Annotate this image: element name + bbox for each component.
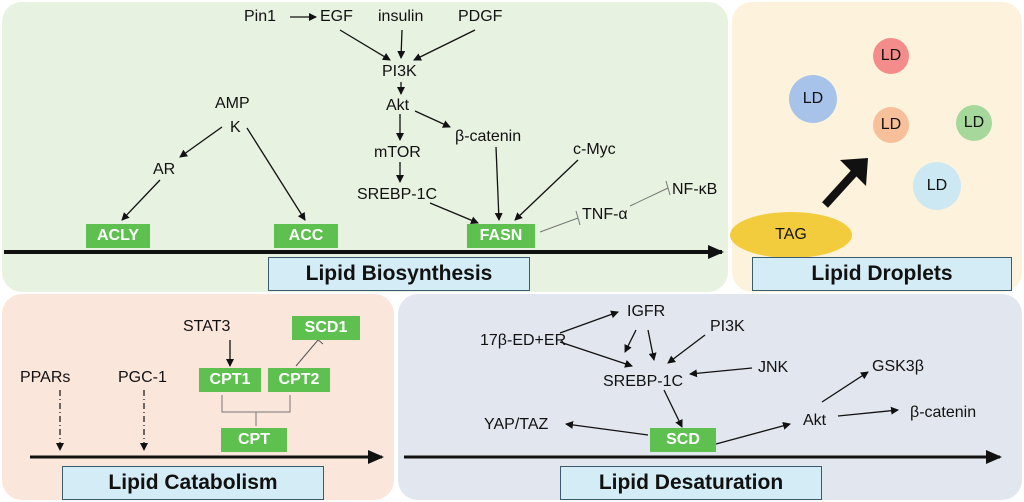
edge-ed-srebp [559,341,633,368]
edge-akt-gsk [821,371,869,403]
k-label: K [230,119,241,136]
edge-k-acc [246,127,306,221]
srebp-label: SREBP-1C [357,186,438,203]
cmyc-label: c-Myc [573,141,616,158]
cpt-brace [221,395,291,426]
ed-er-label: 17β-ED+ER [480,332,567,349]
edge-egf-pi3k [339,29,391,61]
bcatenin-label: β-catenin [455,128,522,145]
edge-srebp-fasn [429,202,479,224]
scd-box: SCD [650,428,716,452]
desaturation-panel [398,294,1022,500]
pi3k-label: PI3K [382,63,417,80]
edge-k-ar [179,126,223,158]
igfr-label: IGFR [627,303,666,320]
bcatenin-label-2: β-catenin [910,404,977,421]
cpt2-box: CPT2 [268,368,330,392]
edge-tnf-fasn-bar [575,210,581,226]
nfkb-label: NF-κB [672,181,718,198]
ld-orange: LD [873,107,909,143]
edge-scd-akt [715,421,791,445]
cpt-box: CPT [221,428,287,452]
edge-insulin-pi3k [397,29,406,59]
scd1-box: SCD1 [292,316,360,340]
edge-ar-acly [121,179,161,221]
srebp-label-2: SREBP-1C [603,373,684,390]
stat3-label: STAT3 [183,318,231,335]
ld-green: LD [956,105,992,141]
edge-srebp-scd [663,389,683,428]
edge-akt-bcatenin [414,110,451,128]
gsk3b-label: GSK3β [872,358,924,375]
edge-tnf-fasn [539,217,579,233]
edge-pdgf-pi3k [413,29,476,61]
droplets-title: Lipid Droplets [752,257,1012,291]
ld-red: LD [873,38,909,74]
tag-to-ld-arrow [822,169,858,208]
pi3k-label-2: PI3K [710,318,745,335]
jnk-label: JNK [758,359,789,376]
yaptaz-label: YAP/TAZ [484,416,549,433]
amp-label: AMP [215,95,250,112]
cpt1-box: CPT1 [199,368,261,392]
pgc1-label: PGC-1 [118,369,167,386]
edge-bcatenin-fasn [494,146,503,221]
tnf-label: TNF-α [582,206,628,223]
acc-box: ACC [274,224,338,248]
biosynthesis-title: Lipid Biosynthesis [268,257,530,291]
ppars-label: PPARs [20,369,71,386]
acly-box: ACLY [86,224,150,248]
tag-ellipse: TAG [730,212,852,258]
edge-cmyc-fasn [514,159,579,221]
edge-pi3k-srebp [667,334,706,364]
tag-label: TAG [775,226,807,243]
edge-scd1-cpt2 [295,339,319,367]
edge-akt-bcatenin [837,406,899,417]
akt-label-2: Akt [803,412,827,429]
edge-igfr-srebp-a [624,329,637,353]
edge-jnk-srebp [689,367,753,378]
desaturation-title: Lipid Desaturation [560,466,822,500]
egf-label: EGF [320,8,353,25]
edge-ed-igfr [559,310,619,334]
mtor-label: mTOR [374,144,421,161]
akt-label: Akt [386,97,410,114]
pin1-label: Pin1 [244,8,277,25]
edge-nfkb-tnf [629,187,669,207]
ld-cyan: LD [913,162,961,210]
edge-igfr-srebp-b [647,329,657,361]
insulin-label: insulin [378,8,424,25]
edge-scd-yaptaz [565,420,649,436]
tag-to-ld-arrowhead [840,158,868,186]
pdgf-label: PDGF [458,8,503,25]
fasn-box: FASN [467,224,535,248]
ld-blue: LD [789,75,837,123]
catabolism-title: Lipid Catabolism [62,466,324,500]
ar-label: AR [153,161,176,178]
edge-nfkb-tnf-bar [665,180,671,196]
